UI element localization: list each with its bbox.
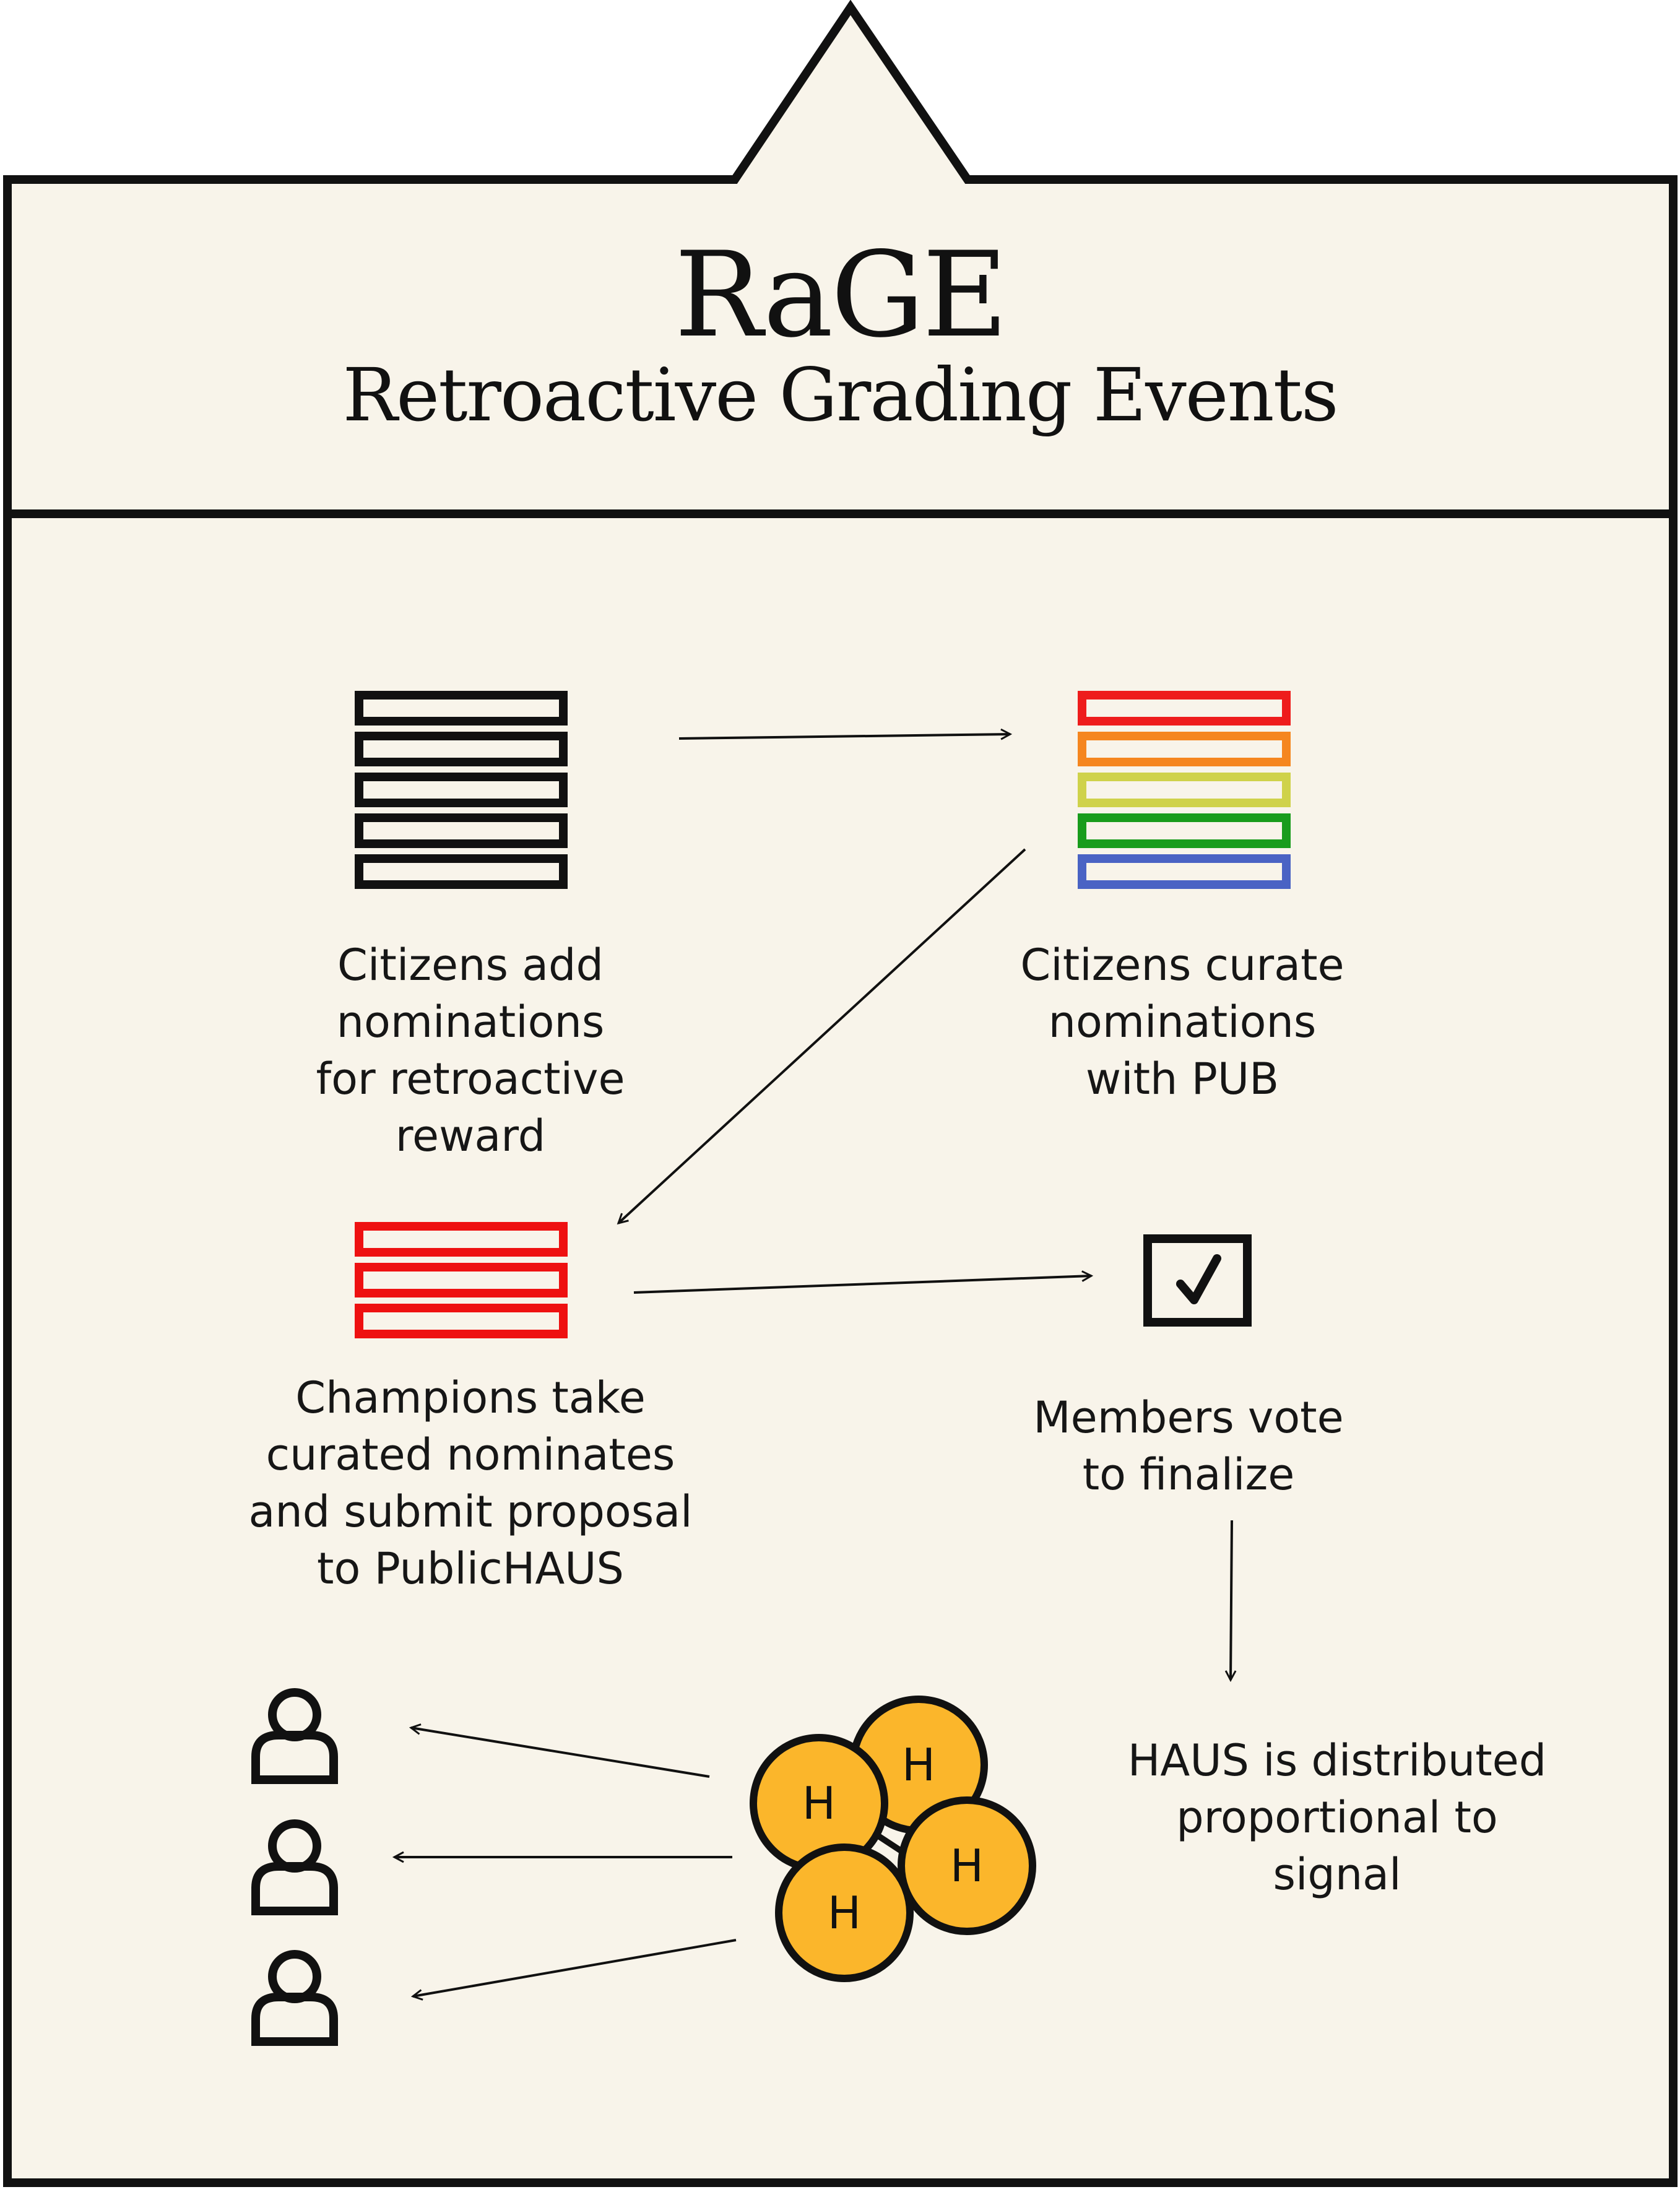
page-subtitle: Retroactive Grading Events [342,352,1338,438]
arrow-vote-to-distribution [1231,1520,1232,1680]
arrow-tokens-to-member-3 [413,1939,737,1996]
person-icon [251,1950,338,2046]
arrow-champions-to-vote [633,1276,1091,1294]
haus-token-label: H [828,1887,861,1939]
step-haus-distributed-caption: HAUS is distributed proportional to sign… [1127,1735,1547,1900]
arrow-add-to-curate [678,734,1010,739]
curated-stack-icon [1078,691,1291,889]
checkbox-check-icon [1143,1234,1252,1327]
step-curate-nominations-caption: Citizens curate nominations with PUB [1020,940,1344,1104]
haus-token-icon: H [898,1796,1036,1935]
nomination-stack-icon [355,691,568,889]
step-add-nominations-caption: Citizens add nominations for retroactive… [316,940,625,1161]
haus-token-label: H [802,1777,836,1829]
person-icon [251,1819,338,1915]
step-members-vote-caption: Members vote to finalize [1033,1392,1344,1500]
haus-token-label: H [902,1739,935,1791]
step-champions-submit-caption: Champions take curated nominates and sub… [248,1372,693,1594]
champion-stack-icon [355,1222,568,1338]
haus-token-icon: H [775,1843,914,1982]
page-title: RaGE [674,227,1008,363]
haus-token-label: H [950,1840,984,1892]
arrow-tokens-to-member-1 [411,1728,710,1778]
person-icon [251,1688,338,1784]
frame [3,0,1678,2187]
arrow-curate-to-champions [618,848,1026,1223]
